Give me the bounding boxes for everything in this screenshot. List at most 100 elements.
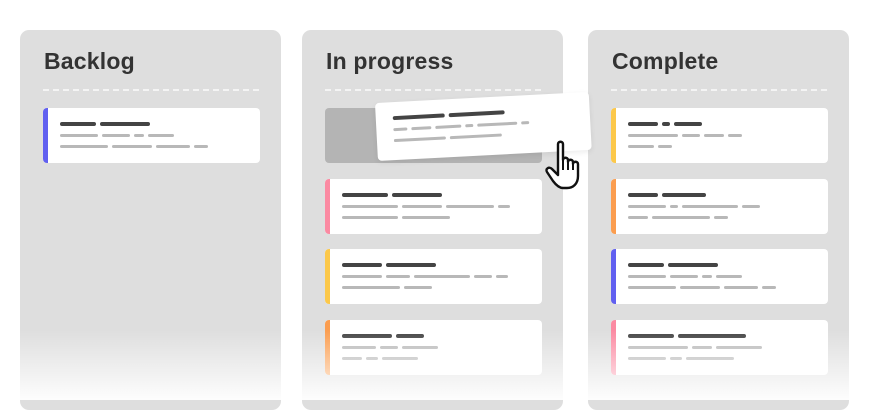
task-card[interactable] xyxy=(325,249,542,304)
card-title-line xyxy=(628,263,664,267)
card-accent xyxy=(611,320,616,375)
card-content-lines xyxy=(392,109,531,150)
card-text-line xyxy=(628,275,666,278)
card-title-line xyxy=(100,122,150,126)
card-text-line xyxy=(342,216,398,219)
task-card[interactable] xyxy=(611,108,828,163)
card-text-line xyxy=(342,346,376,349)
card-text-line xyxy=(498,205,510,208)
card-text-line xyxy=(716,275,742,278)
column-title: Complete xyxy=(612,48,719,74)
card-content-lines xyxy=(342,334,438,368)
card-text-line xyxy=(342,357,362,360)
column-complete: Complete xyxy=(588,30,849,410)
card-text-line xyxy=(414,275,470,278)
card-text-line xyxy=(380,346,398,349)
column-backlog: Backlog xyxy=(20,30,281,410)
card-content-lines xyxy=(342,193,510,227)
card-text-line xyxy=(446,205,494,208)
divider xyxy=(325,89,541,91)
card-title-line xyxy=(668,263,718,267)
card-text-line xyxy=(670,205,678,208)
card-text-line xyxy=(411,126,432,131)
hand-pointer-icon xyxy=(545,140,580,190)
divider xyxy=(611,89,827,91)
card-title-line xyxy=(628,334,674,338)
card-text-line xyxy=(366,357,378,360)
card-text-line xyxy=(724,286,758,289)
card-text-line xyxy=(112,145,152,148)
card-title-line xyxy=(674,122,702,126)
card-text-line xyxy=(449,133,502,140)
card-text-line xyxy=(402,216,450,219)
column-in-progress: In progress xyxy=(302,30,563,410)
card-text-line xyxy=(60,145,108,148)
card-accent xyxy=(325,320,330,375)
card-text-line xyxy=(670,357,682,360)
card-accent xyxy=(325,249,330,304)
task-card[interactable] xyxy=(43,108,260,163)
divider xyxy=(43,89,259,91)
card-text-line xyxy=(386,275,410,278)
card-text-line xyxy=(342,205,398,208)
task-card[interactable] xyxy=(325,320,542,375)
card-text-line xyxy=(194,145,208,148)
card-content-lines xyxy=(60,122,208,156)
card-text-line xyxy=(628,346,688,349)
card-text-line xyxy=(704,134,724,137)
card-text-line xyxy=(716,346,762,349)
card-accent xyxy=(611,108,616,163)
card-text-line xyxy=(342,275,382,278)
card-text-line xyxy=(393,136,446,143)
card-text-line xyxy=(628,134,678,137)
card-title-line xyxy=(678,334,746,338)
card-text-line xyxy=(692,346,712,349)
column-title: Backlog xyxy=(44,48,135,74)
card-accent xyxy=(43,108,48,163)
task-card[interactable] xyxy=(611,320,828,375)
card-text-line xyxy=(102,134,130,137)
card-content-lines xyxy=(628,263,776,297)
card-title-line xyxy=(386,263,436,267)
card-text-line xyxy=(742,205,760,208)
card-title-line xyxy=(662,193,706,197)
card-title-line xyxy=(448,110,505,118)
card-text-line xyxy=(393,127,408,132)
card-text-line xyxy=(134,134,144,137)
card-text-line xyxy=(628,286,676,289)
card-text-line xyxy=(474,275,492,278)
card-title-line xyxy=(396,334,424,338)
card-text-line xyxy=(628,216,648,219)
card-text-line xyxy=(435,124,462,129)
card-content-lines xyxy=(628,122,742,156)
card-title-line xyxy=(392,193,442,197)
card-text-line xyxy=(148,134,174,137)
task-card[interactable] xyxy=(611,179,828,234)
card-content-lines xyxy=(628,193,760,227)
card-text-line xyxy=(762,286,776,289)
card-text-line xyxy=(686,357,734,360)
card-text-line xyxy=(682,134,700,137)
card-text-line xyxy=(702,275,712,278)
card-text-line xyxy=(628,357,666,360)
card-accent xyxy=(325,179,330,234)
card-text-line xyxy=(342,286,400,289)
card-text-line xyxy=(628,205,666,208)
card-text-line xyxy=(714,216,728,219)
card-text-line xyxy=(496,275,508,278)
card-content-lines xyxy=(628,334,762,368)
card-text-line xyxy=(156,145,190,148)
card-title-line xyxy=(342,334,392,338)
card-text-line xyxy=(402,205,442,208)
card-text-line xyxy=(680,286,720,289)
card-text-line xyxy=(402,346,438,349)
task-card[interactable] xyxy=(611,249,828,304)
card-text-line xyxy=(728,134,742,137)
card-text-line xyxy=(404,286,432,289)
card-title-line xyxy=(60,122,96,126)
card-title-line xyxy=(628,122,658,126)
card-text-line xyxy=(628,145,654,148)
task-card[interactable] xyxy=(325,179,542,234)
card-title-line xyxy=(392,113,445,121)
card-text-line xyxy=(465,123,474,128)
